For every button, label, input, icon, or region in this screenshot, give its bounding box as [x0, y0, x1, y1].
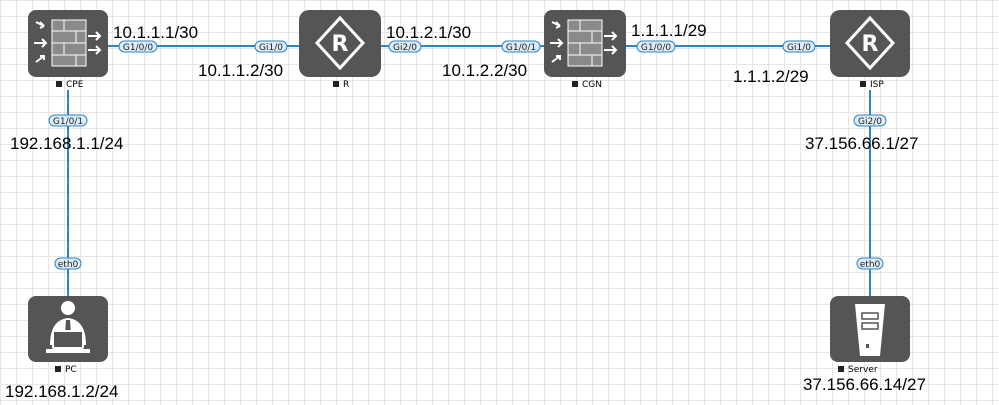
svg-text:eth0: eth0 — [58, 260, 79, 270]
svg-text:Gi1/0: Gi1/0 — [259, 43, 283, 53]
svg-text:G1/0/1: G1/0/1 — [506, 43, 536, 53]
svg-text:Gi1/0: Gi1/0 — [787, 43, 811, 53]
ip-cgn-outside: 1.1.1.1/29 — [631, 21, 707, 40]
firewall-icon — [34, 19, 102, 67]
ip-r-wan1: 10.1.1.2/30 — [198, 61, 283, 80]
status-square — [333, 81, 339, 87]
port-isp-gi20[interactable]: Gi2/0 — [853, 114, 887, 127]
port-cpe-g101[interactable]: G1/0/1 — [48, 114, 88, 127]
device-label-server: Server — [848, 365, 878, 375]
port-r-gi20[interactable]: Gi2/0 — [388, 40, 422, 53]
svg-text:R: R — [332, 32, 349, 57]
device-label-pc: PC — [65, 365, 77, 375]
ip-pc: 192.168.1.2/24 — [5, 382, 118, 401]
ip-cpe-lan: 192.168.1.1/24 — [10, 134, 123, 153]
status-square — [55, 366, 61, 372]
svg-text:eth0: eth0 — [860, 260, 881, 270]
status-square — [56, 81, 62, 87]
status-square — [860, 81, 866, 87]
svg-text:G1/0/0: G1/0/0 — [123, 43, 153, 53]
device-server[interactable] — [830, 296, 910, 362]
port-cpe-g100[interactable]: G1/0/0 — [118, 40, 158, 53]
port-cgn-g100[interactable]: G1/0/0 — [636, 40, 676, 53]
ip-cpe-wan: 10.1.1.1/30 — [113, 23, 198, 42]
status-square — [838, 366, 844, 372]
router-icon: R — [844, 15, 896, 71]
ip-server: 37.156.66.14/27 — [803, 375, 926, 394]
device-label-isp: ISP — [870, 80, 884, 90]
port-isp-gi10[interactable]: Gi1/0 — [782, 40, 816, 53]
svg-text:Gi2/0: Gi2/0 — [858, 117, 882, 127]
ip-isp-lan: 37.156.66.1/27 — [805, 134, 918, 153]
device-label-r: R — [343, 80, 349, 90]
device-r[interactable]: R — [299, 10, 381, 77]
port-server-eth0[interactable]: eth0 — [856, 257, 884, 270]
pc-user-icon — [46, 301, 90, 353]
device-cgn[interactable] — [544, 10, 626, 77]
firewall-icon — [550, 19, 618, 67]
port-pc-eth0[interactable]: eth0 — [54, 257, 82, 270]
server-icon — [855, 304, 885, 356]
device-cpe[interactable] — [28, 10, 108, 77]
device-label-cgn: CGN — [582, 80, 602, 90]
device-label-cpe: CPE — [66, 80, 84, 90]
ip-isp-wan: 1.1.1.2/29 — [733, 67, 809, 86]
ip-cgn-inside: 10.1.2.2/30 — [442, 61, 527, 80]
ip-r-wan2: 10.1.2.1/30 — [386, 23, 471, 42]
svg-text:Gi2/0: Gi2/0 — [393, 43, 417, 53]
port-cgn-g101[interactable]: G1/0/1 — [501, 40, 541, 53]
svg-text:G1/0/1: G1/0/1 — [53, 117, 83, 127]
status-square — [572, 81, 578, 87]
svg-text:R: R — [862, 32, 879, 57]
device-isp[interactable]: R — [830, 10, 910, 77]
router-icon: R — [314, 15, 366, 71]
svg-text:G1/0/0: G1/0/0 — [641, 43, 671, 53]
port-r-gi10[interactable]: Gi1/0 — [254, 40, 288, 53]
device-pc[interactable] — [28, 296, 108, 362]
